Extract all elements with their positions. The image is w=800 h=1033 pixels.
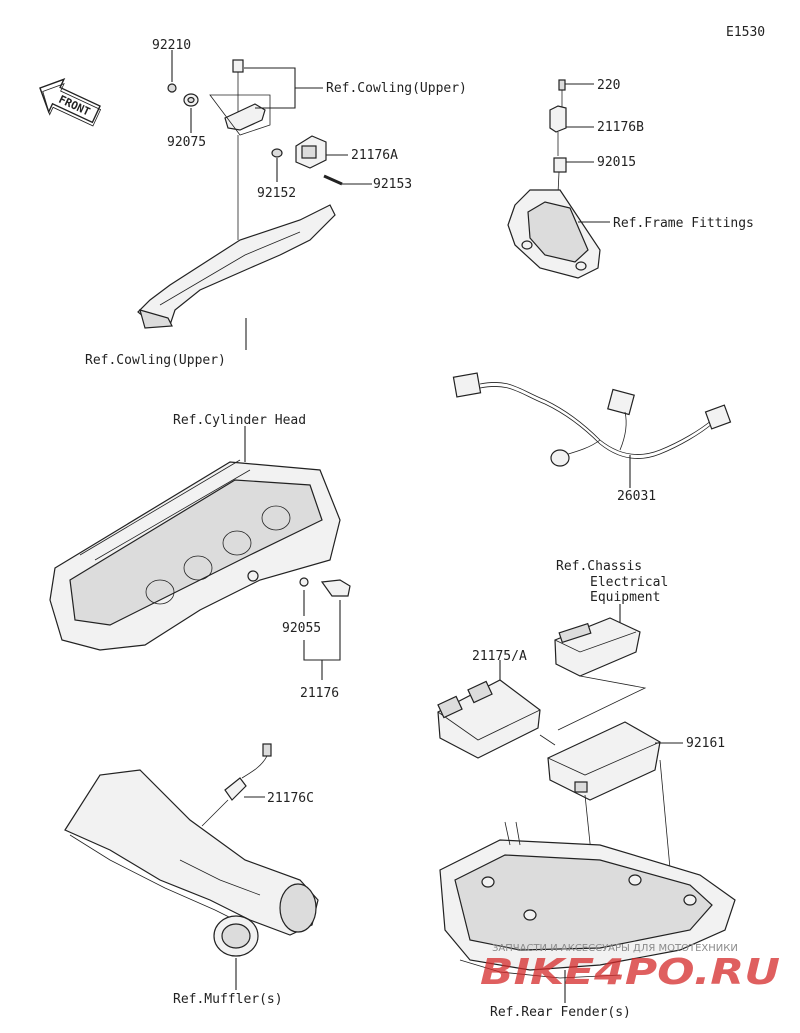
front-arrow-icon: FRONT bbox=[39, 78, 102, 127]
bracket-assembly bbox=[137, 59, 343, 350]
label-92055: 92055 bbox=[282, 621, 321, 636]
label-26031: 26031 bbox=[617, 489, 656, 504]
label-ref-mufflers: Ref.Muffler(s) bbox=[173, 992, 283, 1007]
label-ref-cowling-upper-top: Ref.Cowling(Upper) bbox=[326, 81, 467, 96]
label-21176B: 21176B bbox=[597, 120, 644, 135]
rear-fender bbox=[439, 821, 736, 979]
label-ref-frame-fittings: Ref.Frame Fittings bbox=[613, 216, 754, 231]
label-92015: 92015 bbox=[597, 155, 636, 170]
diagram-code: E1530 bbox=[726, 25, 765, 40]
sensor-21176b-assembly bbox=[507, 79, 601, 279]
label-21176: 21176 bbox=[300, 686, 339, 701]
muffler-pipe bbox=[64, 769, 319, 957]
label-21176C: 21176C bbox=[267, 791, 314, 806]
label-ref-cowling-upper-bottom: Ref.Cowling(Upper) bbox=[85, 353, 226, 368]
watermark-tagline: ЗАПЧАСТИ И АКСЕССУАРЫ ДЛЯ МОТОТЕХНИКИ bbox=[492, 943, 738, 954]
ecu-unit bbox=[437, 679, 541, 759]
label-21175A: 21175/A bbox=[472, 649, 527, 664]
cylinder-head bbox=[49, 459, 341, 651]
label-220: 220 bbox=[597, 78, 620, 93]
label-ref-chassis-2: Electrical bbox=[590, 575, 668, 590]
ecu-bracket bbox=[547, 721, 661, 801]
label-ref-chassis-3: Equipment bbox=[590, 590, 660, 605]
label-ref-chassis-1: Ref.Chassis bbox=[556, 559, 642, 574]
label-92210: 92210 bbox=[152, 38, 191, 53]
sensor-21176c bbox=[201, 743, 272, 827]
label-ref-rear-fender: Ref.Rear Fender(s) bbox=[490, 1005, 631, 1020]
label-92161: 92161 bbox=[686, 736, 725, 751]
wiring-harness bbox=[452, 372, 732, 467]
label-21176A: 21176A bbox=[351, 148, 398, 163]
label-92075: 92075 bbox=[167, 135, 206, 150]
watermark-brand: BIKE4PO.RU bbox=[480, 952, 780, 993]
label-92153: 92153 bbox=[373, 177, 412, 192]
label-ref-cylinder-head: Ref.Cylinder Head bbox=[173, 413, 306, 428]
label-92152: 92152 bbox=[257, 186, 296, 201]
electrical-equipment-box bbox=[554, 617, 641, 677]
